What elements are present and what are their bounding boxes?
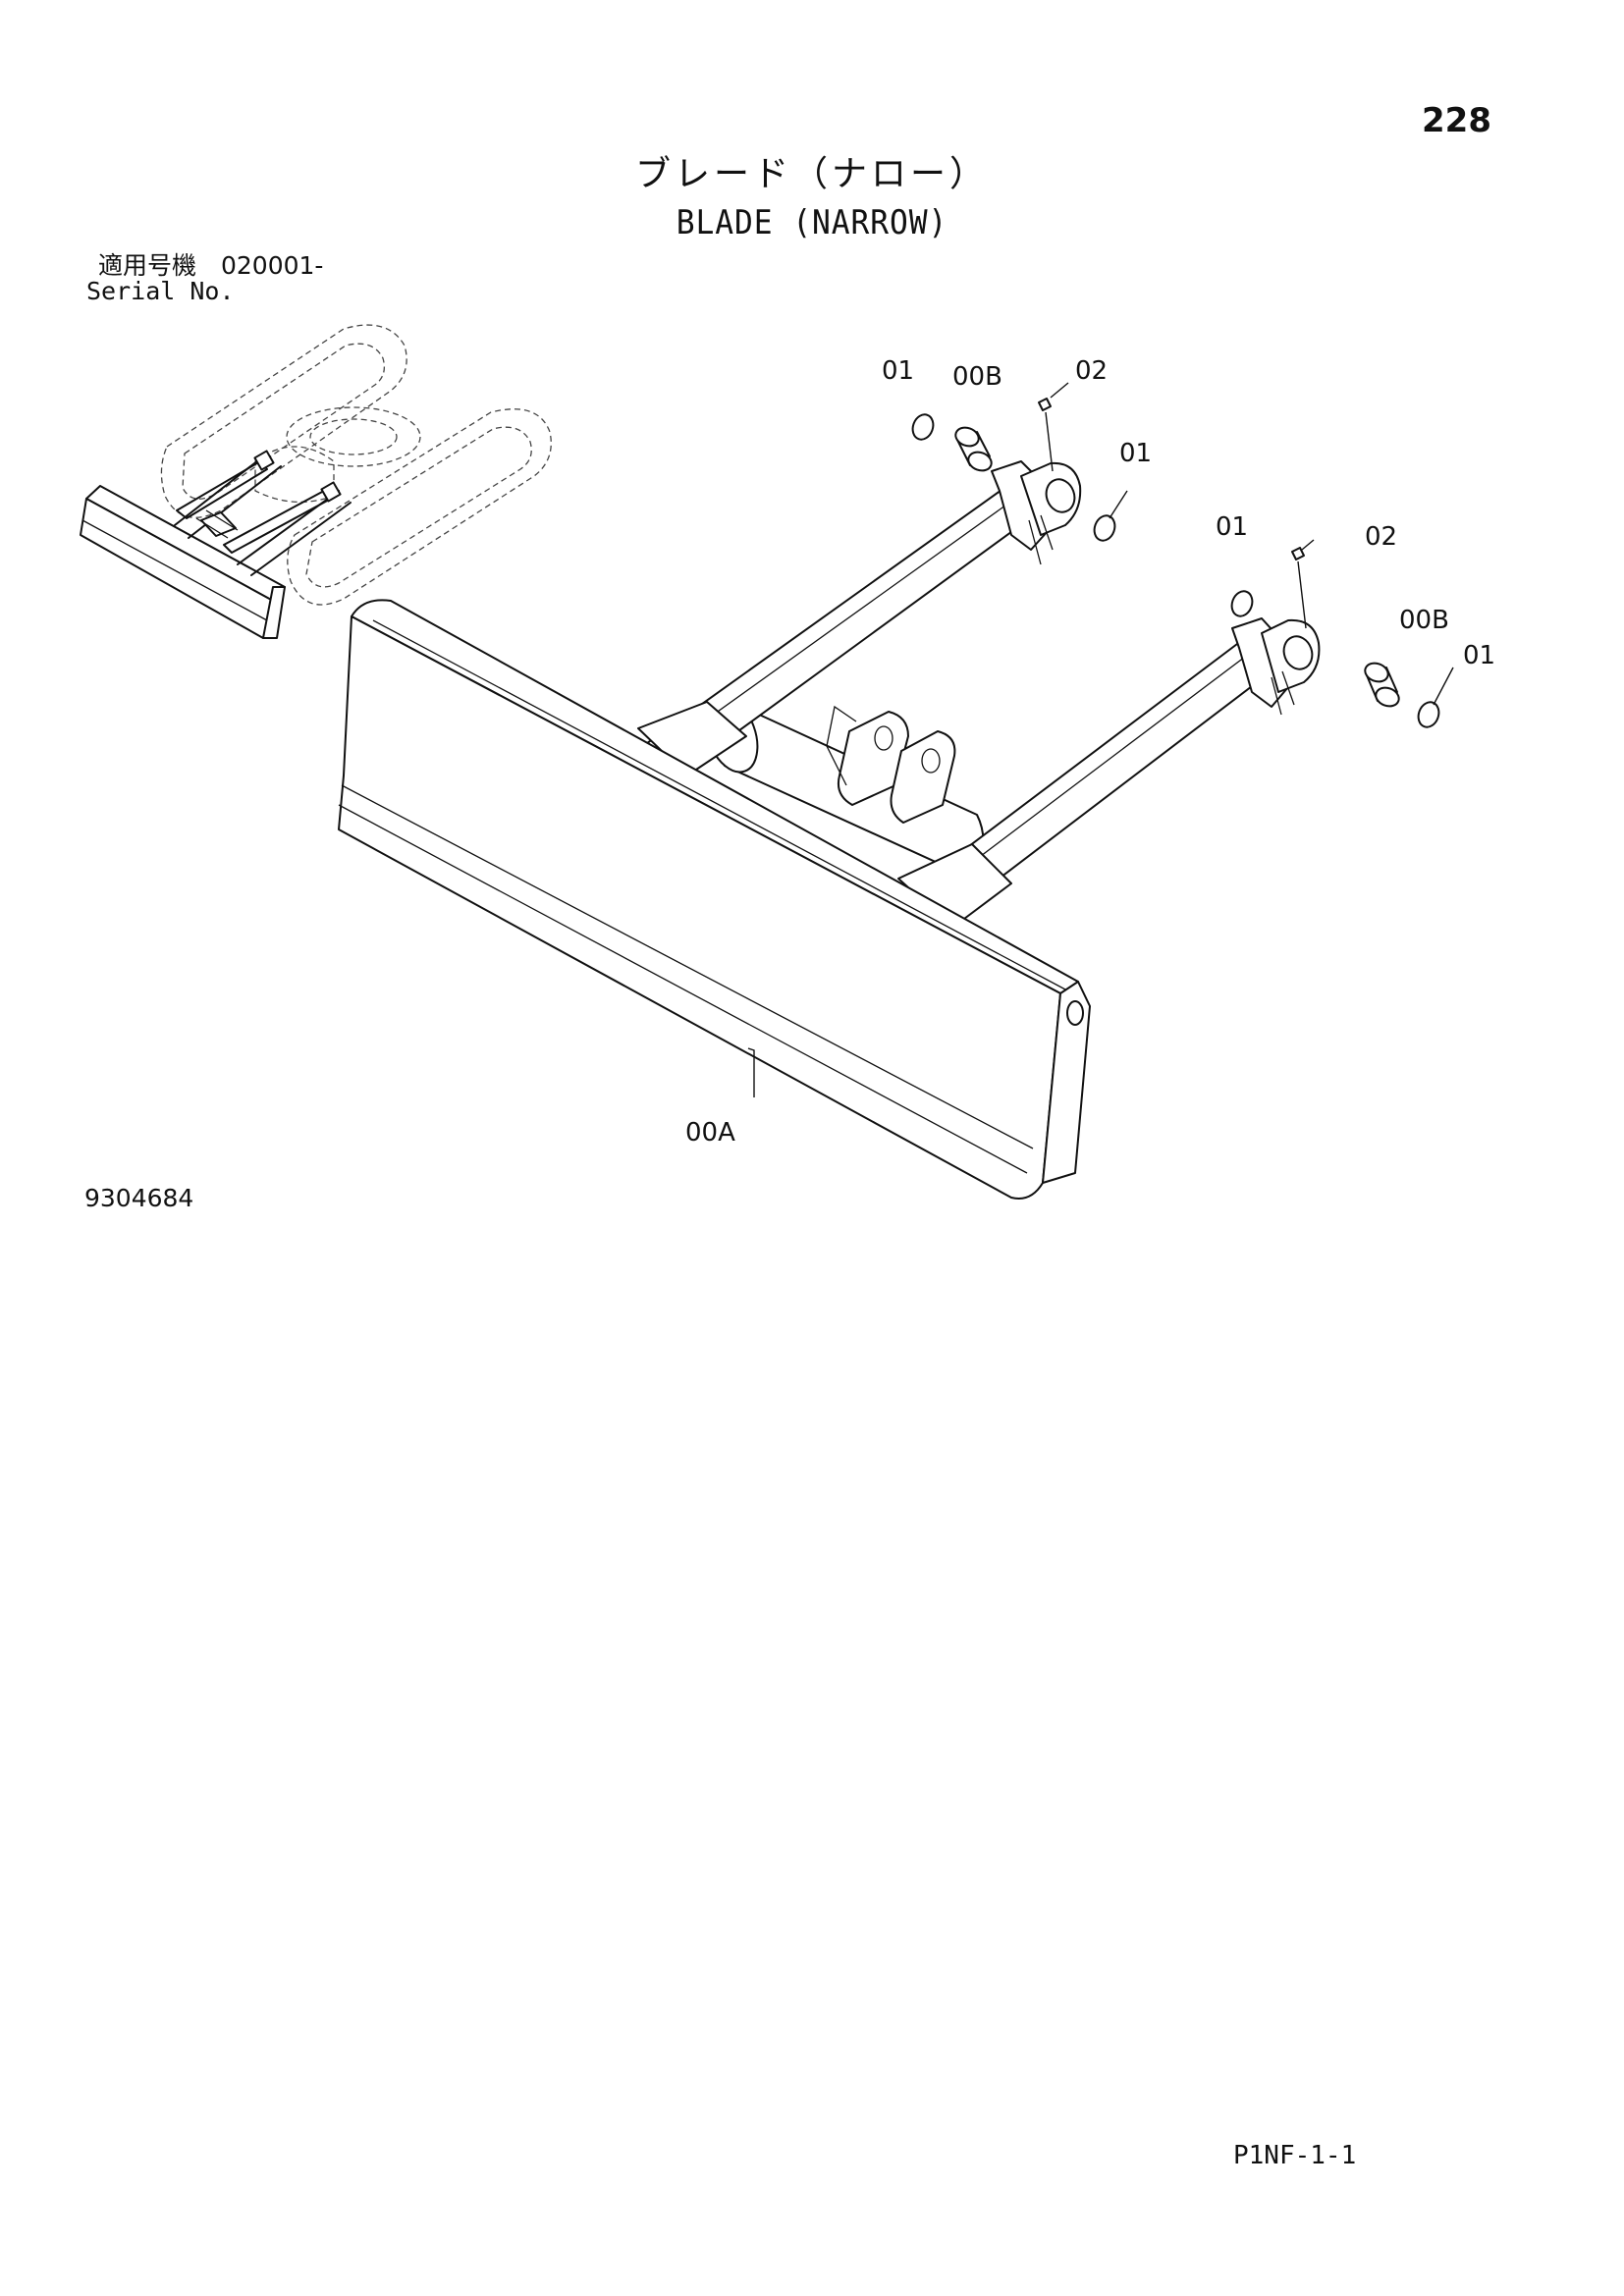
callout-00b-b: 00B [1399, 606, 1449, 635]
callout-01-c: 01 [1216, 512, 1248, 542]
callout-01-a: 01 [882, 356, 914, 386]
page-code: P1NF-1-1 [1233, 2141, 1357, 2170]
ring-part-01-d [1417, 701, 1440, 728]
callout-01-d: 01 [1463, 641, 1495, 670]
callout-02-b: 02 [1365, 522, 1397, 552]
locator-thumbnail [80, 324, 552, 639]
fitting-part-02-b [1291, 547, 1305, 561]
ring-part-01-a [911, 413, 935, 441]
ring-part-01-c [1230, 590, 1254, 617]
callout-02-a: 02 [1075, 356, 1108, 386]
callout-00b-a: 00B [952, 362, 1002, 392]
serial-label-english: Serial No. [86, 277, 235, 305]
title-english: BLADE (NARROW) [676, 203, 948, 242]
bushing-part-00b-b [1364, 662, 1400, 708]
drawing-number: 9304684 [84, 1184, 194, 1212]
callout-01-b: 01 [1119, 439, 1152, 468]
small-parts [911, 398, 1440, 728]
serial-label-japanese: 適用号機 020001- [98, 251, 324, 280]
ring-part-01-b [1093, 514, 1116, 542]
title-japanese: ブレード（ナロー） [634, 154, 989, 194]
blade-assembly-drawing [338, 460, 1321, 1200]
page-number: 228 [1422, 101, 1491, 140]
bushing-part-00b-a [954, 426, 993, 472]
fitting-part-02-a [1038, 398, 1052, 411]
leader-lines [747, 382, 1454, 1097]
callout-00a: 00A [685, 1118, 735, 1148]
callout-labels: 01 00B 02 01 01 02 00B 01 00A [685, 356, 1495, 1148]
